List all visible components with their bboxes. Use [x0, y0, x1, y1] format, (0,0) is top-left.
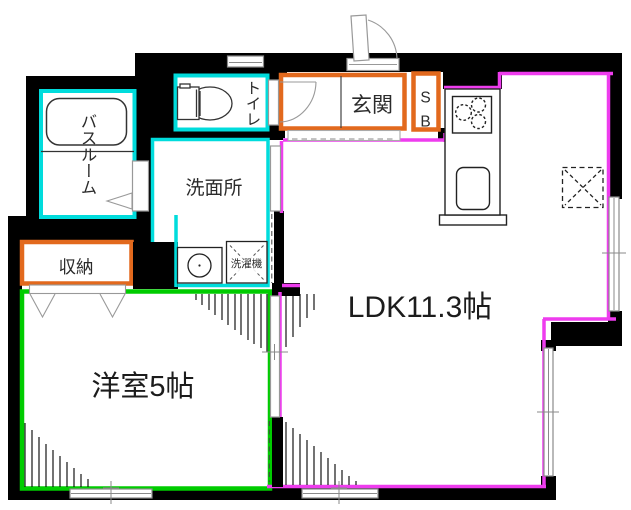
bathroom-label: バスルーム — [78, 113, 96, 196]
western-room-sliding-door — [262, 295, 288, 482]
hatch-western-top-right — [195, 294, 268, 352]
hatch-ldk-bottom-left — [285, 422, 357, 485]
hatch-ldk-top — [285, 294, 315, 347]
western-room — [19, 289, 273, 491]
entrance-label: 玄関 — [351, 94, 393, 117]
shoe-box — [411, 71, 441, 132]
western-room-bottom-window — [69, 481, 153, 504]
ldk-right-upper-window — [602, 196, 626, 312]
entrance-room — [278, 72, 407, 131]
windows-layer — [69, 55, 626, 504]
washing-machine-pan-icon — [176, 246, 223, 284]
toilet-door — [267, 79, 317, 126]
entrance-step-strip — [287, 129, 401, 142]
shoe-box-label-s: S — [420, 90, 430, 107]
room-divider-wall — [272, 417, 283, 487]
ldk-bottom-window — [301, 481, 379, 504]
ldk-right-lower-window — [537, 347, 559, 477]
storage-folding-door — [28, 284, 127, 319]
toilet-door-swing — [279, 81, 317, 123]
kitchen-counter — [438, 88, 508, 226]
ceiling-slope-hatch — [24, 294, 357, 487]
stove-burners — [455, 97, 487, 130]
toilet-label: トイレ — [244, 80, 261, 127]
storage-room — [19, 239, 134, 286]
washing-machine-label: 洗濯機 — [231, 257, 263, 270]
ceiling-hatch-box — [561, 166, 604, 209]
bathroom-door-arrow — [105, 192, 133, 210]
toilet-icon — [176, 83, 233, 121]
washroom-sliding-door — [269, 145, 282, 283]
entrance-door-swing — [367, 19, 398, 60]
ldk-label: LDK11.3帖 — [348, 291, 493, 324]
bathroom-door — [105, 160, 150, 212]
toilet-window — [226, 55, 265, 68]
bathtub-icon — [41, 97, 134, 153]
washroom-label: 洗面所 — [185, 177, 242, 199]
storage-label: 収納 — [59, 257, 94, 277]
western-room-label: 洋室5帖 — [91, 370, 194, 403]
hatch-western-bottom-left — [24, 423, 89, 487]
entrance-door-leaf — [350, 14, 370, 62]
washing-machine-space — [225, 240, 268, 284]
entrance-door — [346, 14, 400, 72]
shoe-box-label-b: B — [420, 114, 430, 131]
kitchen-sink-icon — [455, 166, 491, 211]
